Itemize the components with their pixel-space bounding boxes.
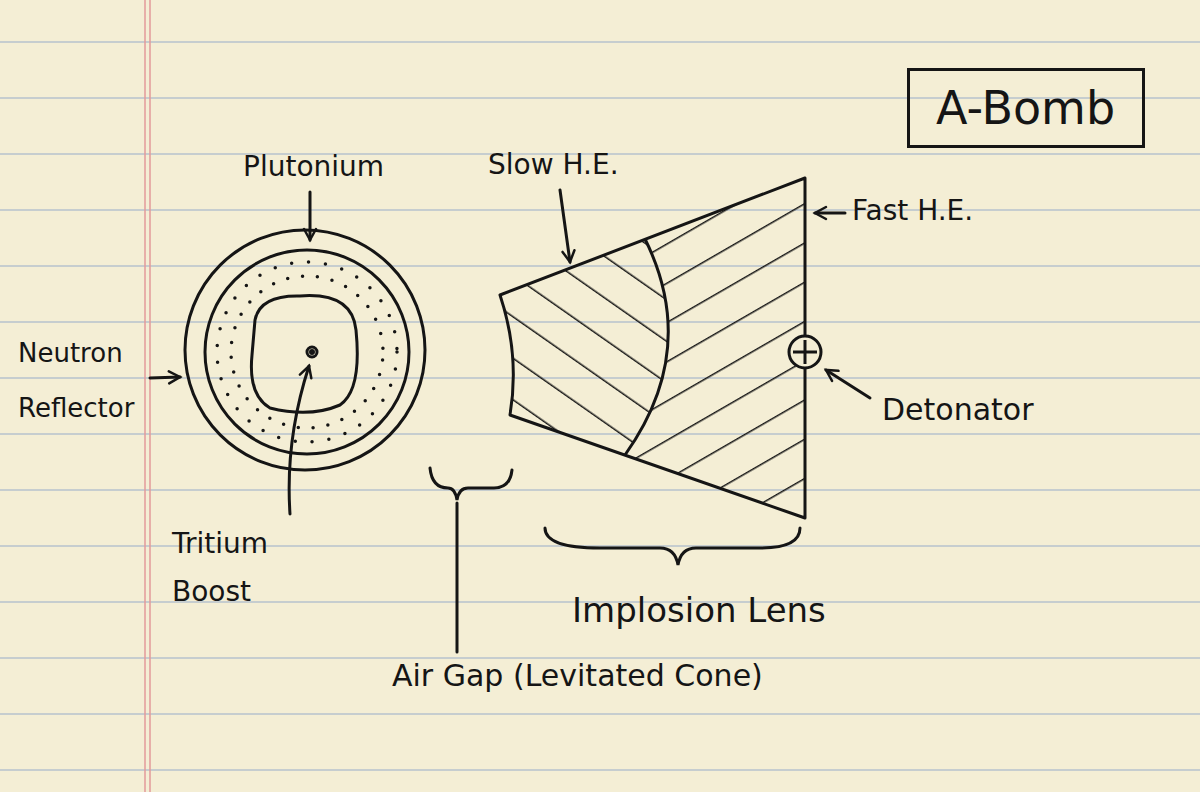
part-label: Neutron Reflector — [18, 326, 143, 435]
leader-lines — [150, 190, 870, 652]
lens-brace — [545, 528, 800, 565]
detonator-symbol — [789, 336, 821, 368]
title-text: A-Bomb — [936, 81, 1116, 135]
gap-brace — [430, 468, 512, 500]
implosion-lens — [500, 178, 805, 518]
notebook-lines — [0, 42, 1200, 770]
part-label: Detonator — [882, 392, 1034, 428]
part-label: Plutonium — [243, 150, 384, 184]
part-label: Air Gap (Levitated Cone) — [392, 658, 763, 694]
part-label: Implosion Lens — [572, 590, 826, 631]
title-box: A-Bomb — [907, 68, 1145, 148]
margin-line — [145, 0, 150, 792]
part-label: Slow H.E. — [488, 148, 619, 182]
part-label: Tritium Boost — [172, 520, 332, 615]
core-sketch — [185, 230, 425, 470]
part-label: Fast H.E. — [852, 194, 973, 228]
